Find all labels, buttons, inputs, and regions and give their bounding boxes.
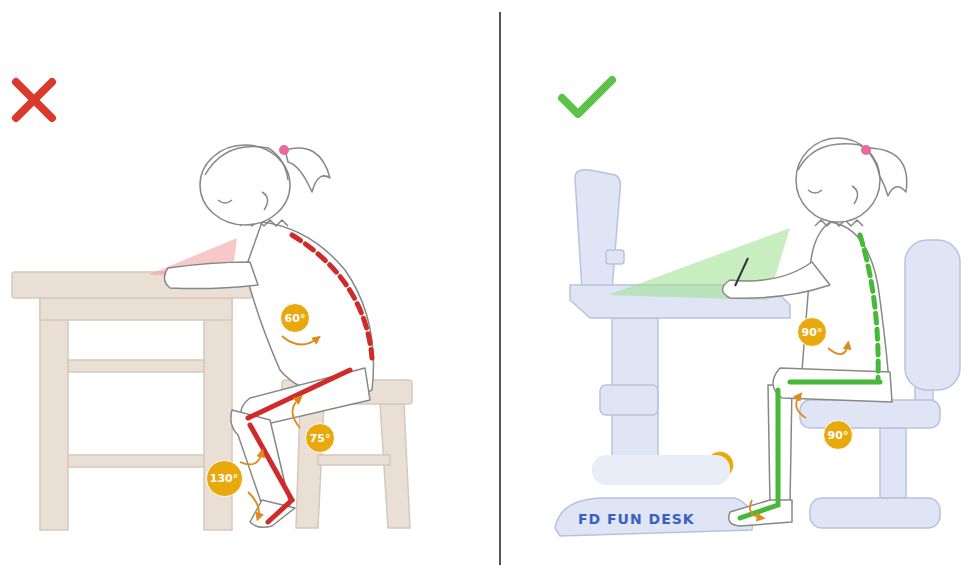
girl-arm <box>164 262 258 289</box>
footrest <box>555 498 752 536</box>
thigh-line <box>790 380 880 385</box>
desk-panel <box>575 170 620 290</box>
angle-arrows <box>240 336 318 518</box>
divider-line <box>499 12 501 565</box>
girl-shin <box>231 410 290 505</box>
angle-arrow <box>282 336 318 345</box>
angle-value: 130° <box>210 473 238 484</box>
angle-value: 90° <box>828 430 849 441</box>
spine-line <box>292 235 372 358</box>
girl-hair <box>798 144 880 178</box>
desk-rail <box>68 360 204 372</box>
desk-leg <box>40 298 68 530</box>
pencil <box>735 258 748 286</box>
chair-base <box>810 498 940 528</box>
girl-hair <box>205 147 288 180</box>
brand-logo: FD FUN DESK <box>578 511 695 527</box>
shin-line <box>250 425 292 522</box>
bad-posture-lines <box>248 235 372 522</box>
upright-girl <box>723 138 907 526</box>
angle-arrow <box>750 500 762 518</box>
ergonomic-desk <box>555 170 790 536</box>
hair-band <box>861 145 871 155</box>
girl-ear <box>852 186 858 204</box>
angle-arrow <box>248 492 259 518</box>
desk-rail <box>68 455 204 467</box>
desk-clamp <box>600 385 658 415</box>
angle-badge: 90° <box>823 420 853 450</box>
thigh-line <box>248 370 350 418</box>
girl-head <box>200 145 290 225</box>
wrong-stroke <box>16 82 52 118</box>
girl-head <box>796 138 880 222</box>
shin-line <box>740 390 778 518</box>
hair-band <box>279 145 289 155</box>
angle-arrows <box>750 344 848 518</box>
angle-arrow <box>240 452 262 464</box>
desk-apron <box>40 298 232 320</box>
angle-value: 75° <box>310 433 331 444</box>
stool-rail <box>318 455 390 465</box>
slouching-girl <box>164 145 373 527</box>
good-posture-lines <box>740 235 880 518</box>
stool-leg <box>380 404 410 528</box>
girl-ear <box>262 192 268 210</box>
cover-patch <box>592 455 730 485</box>
old-desk <box>12 272 252 530</box>
girl-ponytail <box>285 148 330 192</box>
girl-eye <box>808 190 822 193</box>
wrong-mark <box>16 82 52 118</box>
angle-badge: 60° <box>280 303 310 333</box>
chair-column <box>880 428 906 498</box>
chair-back <box>905 240 960 390</box>
angle-badge: 75° <box>305 423 335 453</box>
angle-arrow <box>796 395 806 418</box>
angle-value: 90° <box>802 327 823 338</box>
spine-line <box>860 235 878 380</box>
girl-thigh <box>773 368 892 402</box>
angle-arrow <box>293 398 301 428</box>
angle-badge: 90° <box>797 317 827 347</box>
angle-value: 60° <box>285 313 306 324</box>
chair-seat <box>800 400 940 428</box>
wrong-stroke <box>16 82 52 118</box>
desk-knob <box>606 250 624 264</box>
angle-arrow <box>828 344 848 354</box>
girl-eye <box>218 200 232 203</box>
right-mark <box>562 80 612 114</box>
angle-badge: 130° <box>206 460 243 497</box>
